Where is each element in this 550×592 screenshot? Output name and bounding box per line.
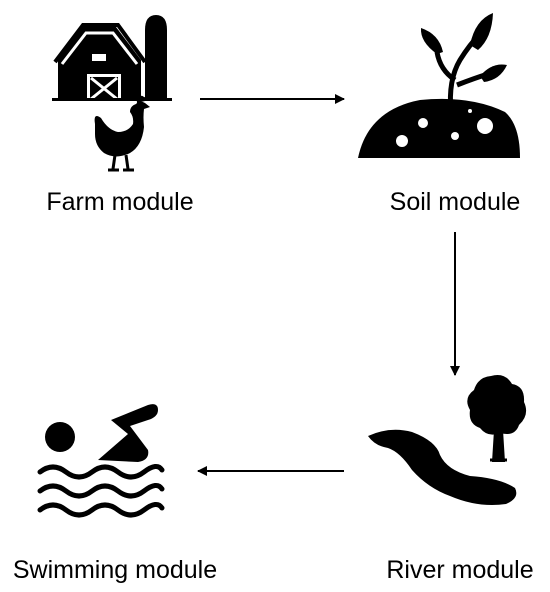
- swimming-module-label: Swimming module: [12, 556, 218, 584]
- soil-module-label: Soil module: [389, 188, 521, 216]
- waves-icon: [37, 464, 165, 518]
- swimmer-icon: [45, 404, 158, 462]
- sprout-icon: [420, 13, 507, 113]
- river-module-label: River module: [386, 556, 534, 584]
- chicken-icon: [94, 95, 150, 172]
- silo-icon: [52, 15, 172, 101]
- soil-mound-icon: [358, 98, 520, 158]
- farm-module-label: Farm module: [46, 188, 194, 216]
- river-icon: [368, 429, 517, 505]
- tree-icon: [467, 375, 527, 462]
- barn-icon: [53, 23, 147, 101]
